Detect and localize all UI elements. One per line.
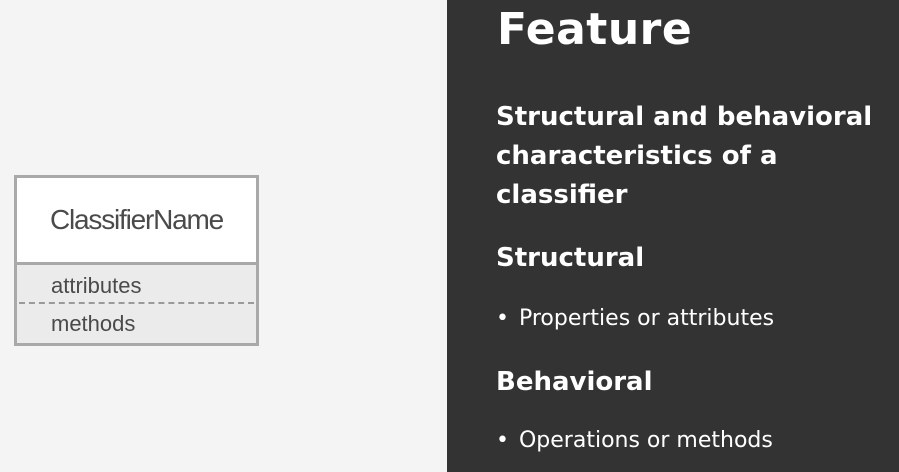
behavioral-heading: Behavioral: [496, 367, 653, 397]
uml-class-name: ClassifierName: [17, 178, 256, 265]
structural-heading: Structural: [496, 243, 645, 273]
slide-subtitle: Structural and behavioral characteristic…: [496, 102, 873, 210]
diagram-panel: ClassifierName attributes methods: [0, 0, 447, 472]
behavioral-bullet: • Operations or methods: [496, 428, 773, 453]
uml-compartment: attributes methods: [17, 265, 256, 343]
uml-dashed-divider: [19, 302, 254, 304]
slide-title: Feature: [497, 4, 693, 55]
structural-bullet: • Properties or attributes: [496, 306, 774, 331]
uml-class-box: ClassifierName attributes methods: [14, 175, 259, 346]
structural-bullet-text: Properties or attributes: [518, 306, 775, 331]
uml-methods-label: methods: [51, 311, 136, 336]
uml-attributes-label: attributes: [51, 273, 142, 298]
bullet-icon: •: [496, 428, 509, 453]
behavioral-bullet-text: Operations or methods: [518, 428, 773, 453]
bullet-icon: •: [496, 306, 509, 331]
text-panel: Feature Structural and behavioral charac…: [447, 0, 899, 472]
